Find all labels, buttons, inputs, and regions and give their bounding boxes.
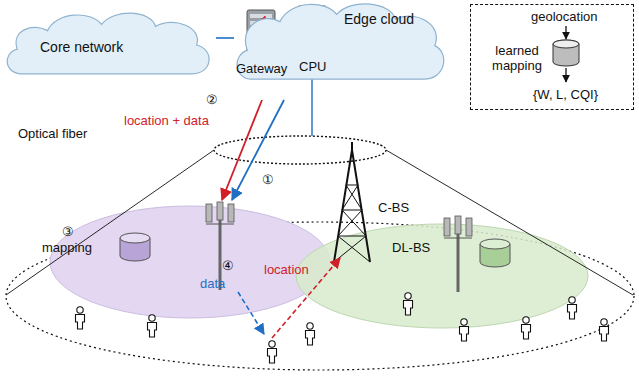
diagram-label: Optical fiber	[18, 126, 87, 141]
diagram-label: location + data	[124, 113, 209, 128]
diagram-label: ④	[222, 258, 234, 273]
diagram-label: data	[200, 276, 225, 291]
node-text: learned mapping	[487, 43, 547, 73]
diagram-label: ①	[262, 172, 274, 187]
legend-box: geolocation learned mapping {W, L, CQI}	[470, 4, 634, 110]
diagram-label: ③	[62, 224, 74, 239]
node-text: geolocation	[531, 9, 598, 24]
cloud-node: Core network	[0, 8, 216, 80]
node-text: CPU	[299, 59, 326, 74]
gateway-node: Gateway	[234, 6, 288, 78]
node-text: Edge cloud	[344, 12, 414, 27]
diagram-label: C-BS	[378, 200, 409, 215]
node-text: Core network	[40, 40, 123, 55]
node-text: Gateway	[236, 61, 287, 76]
diagram-label: mapping	[42, 240, 92, 255]
cpu-node: CPU	[294, 4, 330, 76]
node-text: {W, L, CQI}	[533, 87, 598, 102]
fiber-link	[216, 37, 234, 39]
diagram-label: ②	[206, 92, 218, 107]
diagram-label: DL-BS	[392, 240, 430, 255]
diagram-label: location	[264, 262, 309, 277]
